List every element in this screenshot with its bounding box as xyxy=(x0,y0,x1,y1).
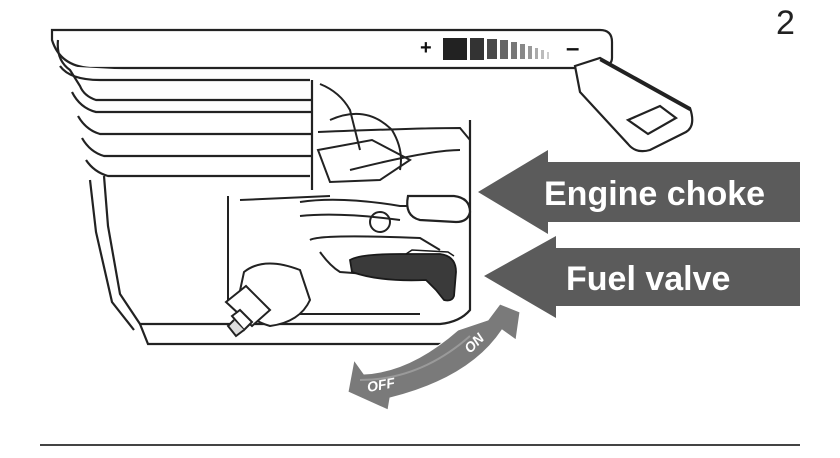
throttle-plus-sign: + xyxy=(420,37,432,59)
throttle-bar xyxy=(511,42,517,59)
carry-handle xyxy=(575,58,692,151)
throttle-minus-sign: – xyxy=(566,35,579,62)
throttle-bar xyxy=(535,48,538,59)
throttle-bar xyxy=(500,40,508,59)
throttle-bar xyxy=(443,38,467,60)
fuel-valve-label: Fuel valve xyxy=(566,260,730,298)
bottom-divider xyxy=(40,444,800,446)
spark-plug xyxy=(226,263,310,336)
throttle-bar xyxy=(470,38,484,60)
throttle-bar xyxy=(520,44,525,59)
engine-choke-label: Engine choke xyxy=(544,175,765,213)
choke-lever xyxy=(407,196,470,222)
throttle-bar xyxy=(487,39,497,59)
fuel-valve-callout: Fuel valve xyxy=(484,236,800,318)
throttle-bar xyxy=(528,46,532,59)
throttle-bar xyxy=(547,52,549,59)
step-number: 2 xyxy=(776,4,795,43)
engine-choke-callout: Engine choke xyxy=(478,150,800,234)
on-off-arrow: OFF ON xyxy=(348,304,520,410)
throttle-bar xyxy=(541,50,544,59)
fuel-valve-lever xyxy=(350,250,456,301)
